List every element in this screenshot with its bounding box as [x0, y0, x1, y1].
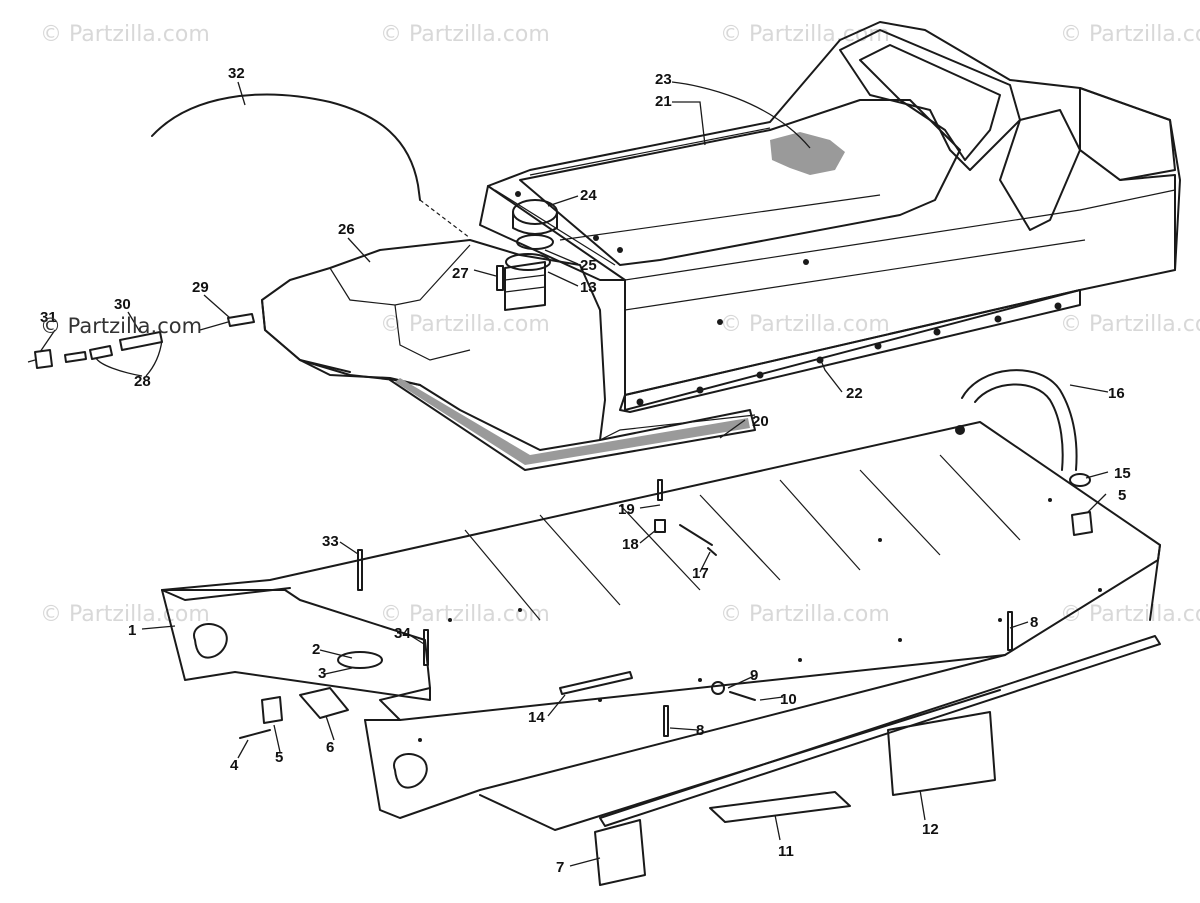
plate-11	[709, 791, 851, 823]
callout-27: 27	[452, 265, 469, 282]
callout-28: 28	[134, 373, 151, 390]
callout-20: 20	[752, 413, 769, 430]
callout-29: 29	[192, 279, 209, 296]
callout-10: 10	[780, 691, 797, 708]
tunnel-chassis	[161, 421, 1161, 831]
watermark: © Partzilla.com	[720, 312, 890, 337]
callout-26: 26	[338, 221, 355, 238]
callout-7: 7	[556, 859, 564, 876]
callout-5: 5	[1118, 487, 1126, 504]
callout-17: 17	[692, 565, 709, 582]
callout-18: 18	[622, 536, 639, 553]
callout-31: 31	[40, 309, 57, 326]
callout-25: 25	[580, 257, 597, 274]
watermark-overlay: © Partzilla.com	[40, 314, 203, 338]
callout-6: 6	[326, 739, 334, 756]
callout-9: 9	[750, 667, 758, 684]
callout-4: 4	[230, 757, 239, 774]
callout-labels: 32 23 21 24 26 25 27 13 29 30 31 28 22 1…	[40, 65, 1131, 876]
fuel-tank	[261, 199, 756, 471]
callout-2: 2	[312, 641, 320, 658]
leader-lines	[39, 81, 1109, 867]
callout-12: 12	[922, 821, 939, 838]
callout-3: 3	[318, 665, 326, 682]
bracket-7	[594, 819, 646, 886]
callout-21: 21	[655, 93, 672, 110]
callout-16: 16	[1108, 385, 1125, 402]
callout-19: 19	[618, 501, 635, 518]
watermark: © Partzilla.com	[720, 22, 890, 47]
callout-34: 34	[394, 625, 411, 642]
fuel-fittings	[27, 313, 255, 369]
hose-16	[961, 369, 1078, 471]
callout-32: 32	[228, 65, 245, 82]
watermark: © Partzilla.com	[40, 602, 210, 627]
watermark: © Partzilla.com	[380, 22, 550, 47]
callout-14: 14	[528, 709, 545, 726]
seat-assembly	[479, 21, 1181, 413]
callout-15: 15	[1114, 465, 1131, 482]
watermark: © Partzilla.com	[1060, 312, 1200, 337]
vent-line	[151, 93, 421, 201]
callout-30: 30	[114, 296, 131, 313]
watermark: © Partzilla.com	[1060, 22, 1200, 47]
watermark: © Partzilla.com	[720, 602, 890, 627]
watermark: © Partzilla.com	[40, 22, 210, 47]
watermark: © Partzilla.com	[380, 602, 550, 627]
callout-11: 11	[778, 843, 794, 860]
callout-23: 23	[655, 71, 672, 88]
watermark: © Partzilla.com	[380, 312, 550, 337]
callout-1: 1	[128, 622, 136, 639]
callout-13: 13	[580, 279, 597, 296]
callout-8b: 8	[696, 722, 704, 739]
callout-5b: 5	[275, 749, 283, 766]
callout-24: 24	[580, 187, 597, 204]
callout-22: 22	[846, 385, 863, 402]
callout-33: 33	[322, 533, 339, 550]
callout-8: 8	[1030, 614, 1038, 631]
bracket-12	[887, 711, 996, 796]
